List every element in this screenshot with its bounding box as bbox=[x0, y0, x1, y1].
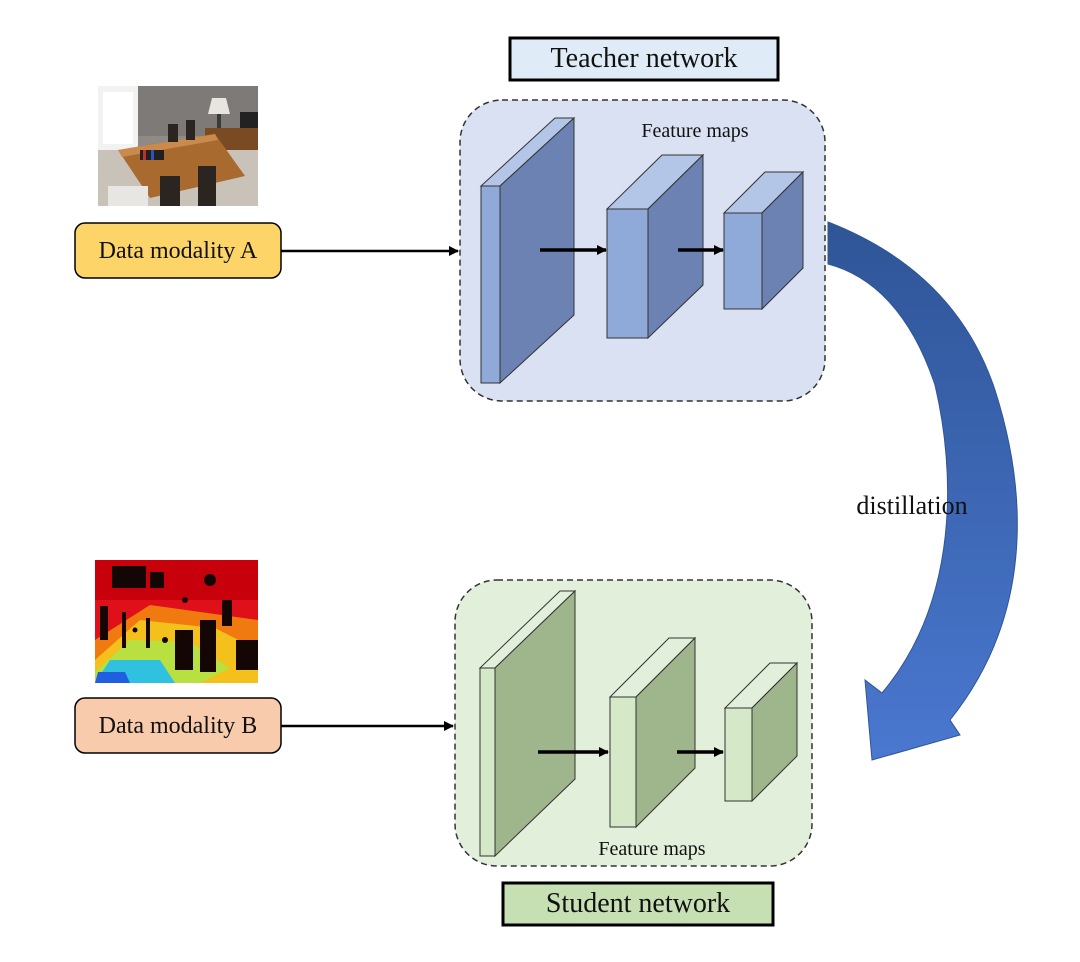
student-feature-map-1 bbox=[478, 589, 577, 858]
data-modality-a-label: Data modality A bbox=[99, 238, 258, 264]
student-title-text: Student network bbox=[546, 888, 730, 919]
student-feature-label: Feature maps bbox=[598, 838, 705, 860]
student-feature-map-2 bbox=[608, 636, 697, 829]
distillation-arrow bbox=[827, 221, 1018, 761]
teacher-title-text: Teacher network bbox=[551, 43, 738, 74]
rgb-photo-icon bbox=[98, 86, 258, 206]
teacher-panel: Feature maps bbox=[459, 99, 826, 402]
data-modality-a: Data modality A bbox=[74, 222, 282, 279]
data-modality-b-label: Data modality B bbox=[99, 713, 258, 739]
student-panel: Feature maps bbox=[454, 579, 813, 867]
student-feature-map-3 bbox=[723, 661, 799, 803]
distillation-label: distillation bbox=[856, 491, 967, 520]
teacher-feature-map-3 bbox=[722, 170, 805, 311]
teacher-feature-map-1 bbox=[479, 116, 576, 385]
depth-map-icon bbox=[95, 560, 258, 683]
data-modality-b: Data modality B bbox=[74, 697, 282, 754]
teacher-title: Teacher network bbox=[508, 36, 780, 82]
teacher-feature-map-2 bbox=[605, 153, 705, 340]
teacher-feature-label: Feature maps bbox=[641, 120, 748, 142]
student-title: Student network bbox=[501, 881, 775, 927]
